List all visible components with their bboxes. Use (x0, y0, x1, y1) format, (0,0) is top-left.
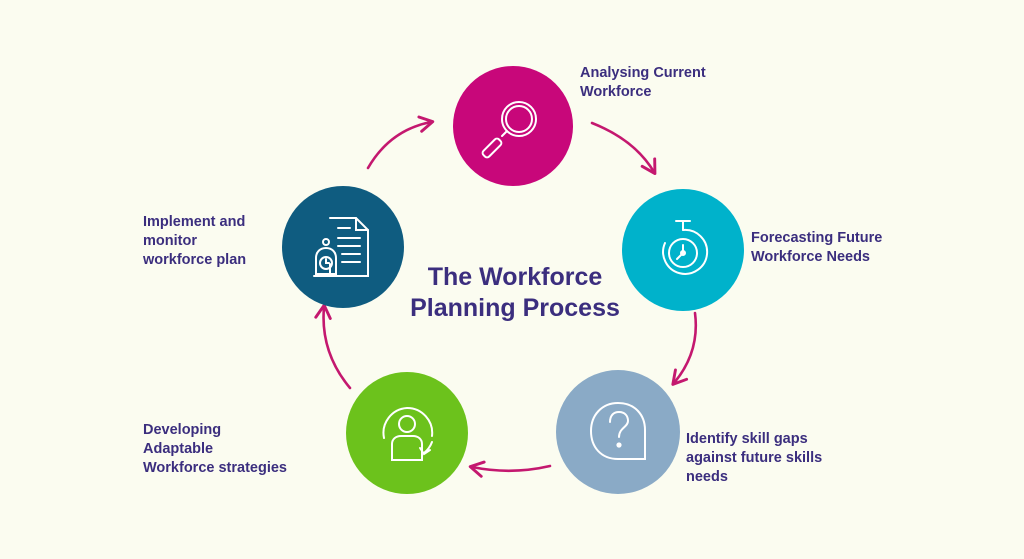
diagram-title: The Workforce Planning Process (410, 263, 620, 322)
document-clock-icon (313, 217, 369, 277)
step-skillgaps-label: Identify skill gaps against future skill… (686, 431, 823, 485)
step-implement-label: Implement and monitor workforce plan (143, 214, 247, 268)
arrow-implement-to-analysing (366, 115, 435, 170)
step-analysing-circle (453, 66, 573, 186)
step-analysing-label: Analysing Current Workforce (580, 65, 706, 100)
arrow-skillgaps-to-developing (468, 460, 552, 478)
arrow-developing-to-implement (314, 303, 352, 390)
step-implement-circle (282, 186, 404, 308)
step-forecasting-circle (622, 189, 744, 311)
person-cycle-icon (382, 406, 434, 461)
magnifier-icon (481, 101, 537, 159)
step-developing-label: Developing Adaptable Workforce strategie… (143, 422, 287, 476)
stopwatch-icon (662, 220, 709, 275)
question-icon (589, 401, 646, 460)
step-developing-circle (346, 372, 468, 494)
step-skillgaps-circle (556, 370, 680, 494)
arrow-forecasting-to-skillgaps (671, 311, 698, 386)
step-forecasting-label: Forecasting Future Workforce Needs (751, 230, 883, 265)
arrow-analysing-to-forecasting (590, 121, 657, 176)
